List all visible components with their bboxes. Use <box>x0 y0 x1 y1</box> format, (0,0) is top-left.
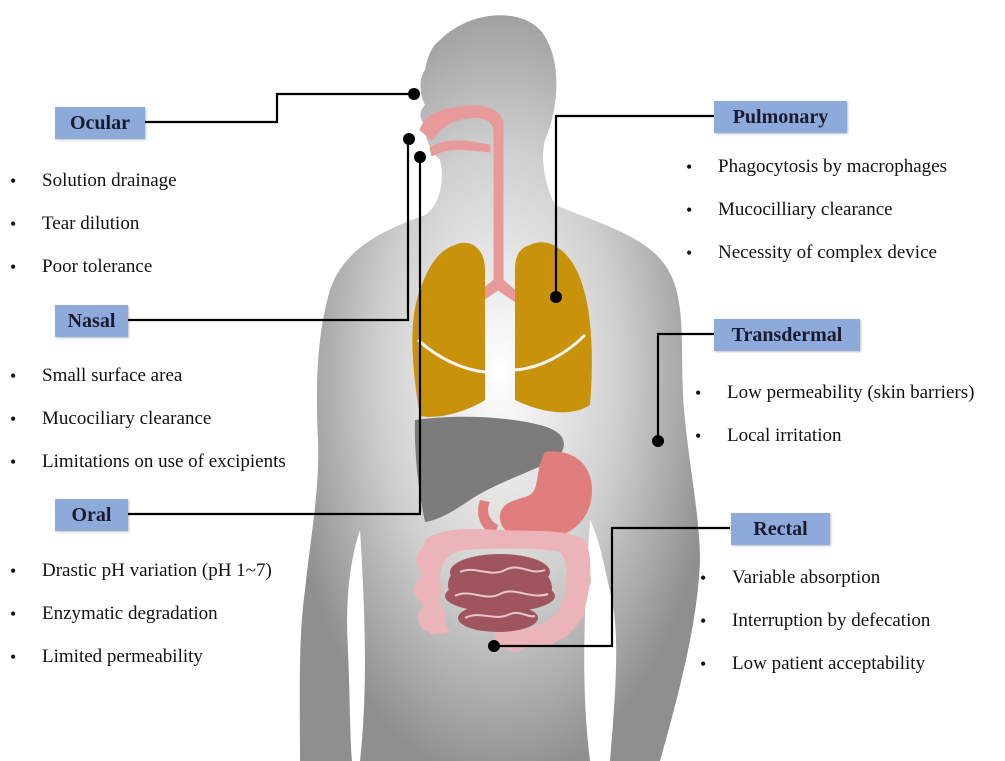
list-item: Low permeability (skin barriers) <box>695 382 974 425</box>
pulmonary-endpoint <box>550 291 562 303</box>
list-item: Limitations on use of excipients <box>10 451 286 494</box>
list-item: Tear dilution <box>10 213 177 256</box>
pulmonary-limitations-list: Phagocytosis by macrophages Mucocilliary… <box>686 156 947 285</box>
list-item: Necessity of complex device <box>686 242 947 285</box>
list-item: Mucociliary clearance <box>10 408 286 451</box>
oral-endpoint <box>414 151 426 163</box>
ocular-connector <box>145 94 414 122</box>
oral-label: Oral <box>55 499 128 531</box>
list-item: Variable absorption <box>700 567 930 610</box>
list-item: Small surface area <box>10 365 286 408</box>
rectal-endpoint <box>488 640 500 652</box>
list-item: Local irritation <box>695 425 974 468</box>
transdermal-label: Transdermal <box>714 319 860 351</box>
pulmonary-label: Pulmonary <box>714 101 847 133</box>
ocular-label: Ocular <box>55 107 145 139</box>
list-item: Poor tolerance <box>10 256 177 299</box>
list-item: Mucocilliary clearance <box>686 199 947 242</box>
nasal-label: Nasal <box>55 305 128 337</box>
list-item: Limited permeability <box>10 646 272 689</box>
nasal-endpoint <box>403 133 415 145</box>
list-item: Phagocytosis by macrophages <box>686 156 947 199</box>
nasal-limitations-list: Small surface area Mucociliary clearance… <box>10 365 286 494</box>
ocular-limitations-list: Solution drainage Tear dilution Poor tol… <box>10 170 177 299</box>
list-item: Enzymatic degradation <box>10 603 272 646</box>
list-item: Low patient acceptability <box>700 653 930 696</box>
oral-limitations-list: Drastic pH variation (pH 1~7) Enzymatic … <box>10 560 272 689</box>
list-item: Interruption by defecation <box>700 610 930 653</box>
list-item: Solution drainage <box>10 170 177 213</box>
rectal-label: Rectal <box>731 513 830 545</box>
transdermal-endpoint <box>652 435 664 447</box>
rectal-limitations-list: Variable absorption Interruption by defe… <box>700 567 930 696</box>
list-item: Drastic pH variation (pH 1~7) <box>10 560 272 603</box>
transdermal-limitations-list: Low permeability (skin barriers) Local i… <box>695 382 974 468</box>
ocular-endpoint <box>408 88 420 100</box>
